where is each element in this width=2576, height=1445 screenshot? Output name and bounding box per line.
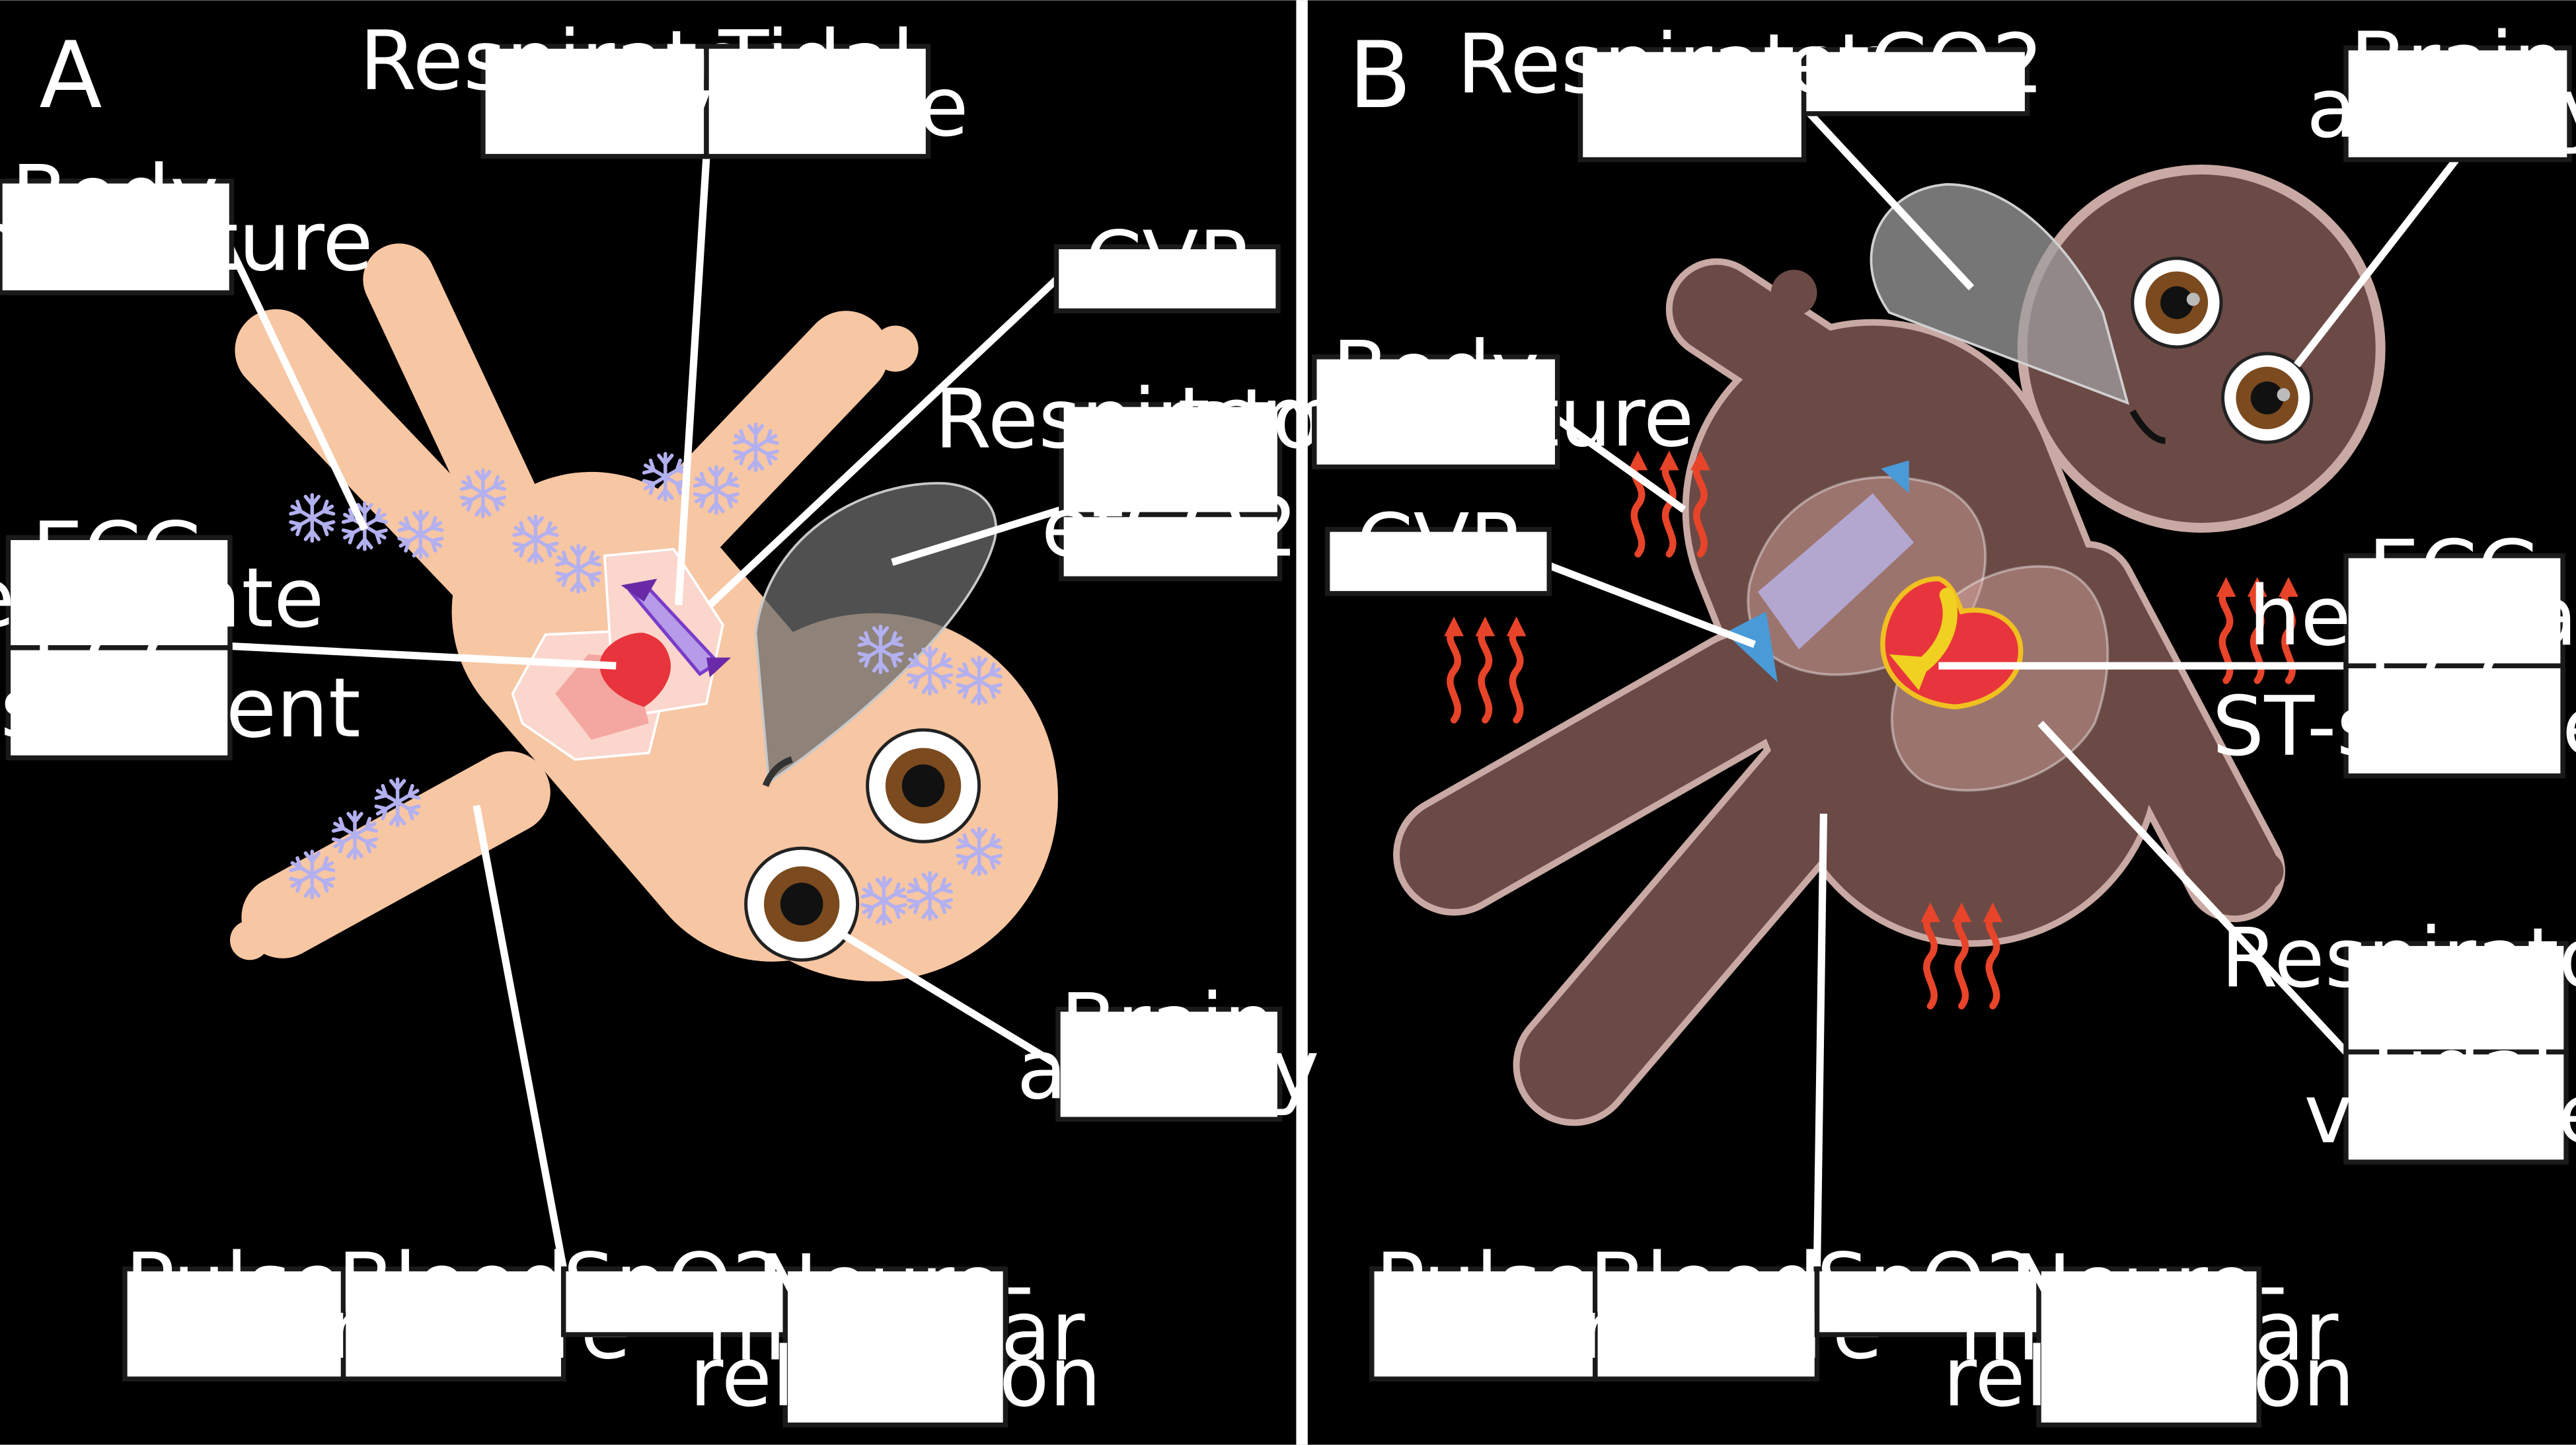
svg-text:heart rate: heart rate bbox=[2248, 569, 2576, 664]
svg-text:ECG: ECG bbox=[32, 615, 205, 711]
label-etco2: etCO2 bbox=[1787, 17, 2044, 116]
panel-a-leader-lines bbox=[226, 156, 1063, 1270]
svg-text:ECG: ECG bbox=[32, 505, 205, 600]
label-ecg-heart-rate: ECG heart rate bbox=[0, 505, 324, 650]
svg-text:etCO2: etCO2 bbox=[1042, 481, 1299, 576]
label-neuromuscular-relaxation: Neuro- muscular relaxation bbox=[689, 1238, 1102, 1428]
label-brain-activity: Brain activity bbox=[2306, 15, 2576, 163]
svg-text:SpO2: SpO2 bbox=[563, 1236, 784, 1331]
svg-text:Blood: Blood bbox=[1589, 1236, 1821, 1331]
svg-text:rate: rate bbox=[511, 59, 678, 155]
svg-text:Neuro-: Neuro- bbox=[2010, 1238, 2288, 1333]
label-pulse-rate: Pulse rate bbox=[1369, 1236, 1598, 1382]
svg-text:Tidal: Tidal bbox=[2357, 1021, 2554, 1116]
label-cvp: CVP bbox=[1324, 497, 1552, 596]
svg-text:Respiratory: Respiratory bbox=[2220, 911, 2576, 1006]
svg-text:volume: volume bbox=[2304, 1067, 2576, 1162]
heart-icon bbox=[599, 633, 671, 707]
svg-text:CVP: CVP bbox=[1356, 497, 1519, 592]
svg-text:rate: rate bbox=[1086, 418, 1253, 513]
svg-text:rate: rate bbox=[1400, 1282, 1567, 1378]
svg-text:Blood: Blood bbox=[338, 1236, 570, 1331]
label-body-temperature: Body temperature bbox=[0, 149, 373, 295]
svg-text:activity: activity bbox=[2306, 61, 2576, 157]
svg-text:activity: activity bbox=[1016, 1023, 1319, 1118]
label-brain-activity: Brain activity bbox=[1016, 976, 1320, 1122]
svg-text:Brain: Brain bbox=[1061, 976, 1276, 1072]
svg-text:volume: volume bbox=[664, 59, 968, 155]
label-cvp: CVP bbox=[1053, 214, 1281, 313]
svg-text:rate: rate bbox=[150, 1282, 317, 1378]
svg-text:relaxation: relaxation bbox=[689, 1330, 1101, 1425]
label-etco2: etCO2 bbox=[1042, 481, 1299, 582]
svg-text:CVP: CVP bbox=[1085, 214, 1248, 309]
svg-text:relaxation: relaxation bbox=[1943, 1330, 2355, 1425]
svg-text:Brain: Brain bbox=[2350, 15, 2565, 110]
panel-b: B bbox=[1178, 15, 2576, 1428]
panel-a-letter: A bbox=[39, 22, 102, 129]
svg-text:Body: Body bbox=[1332, 325, 1540, 420]
svg-text:ST-segment: ST-segment bbox=[0, 661, 361, 756]
label-ecg-heart-rate: ECG heart rate bbox=[2248, 523, 2576, 668]
label-tidal-volume-top: Tidal volume bbox=[664, 14, 969, 159]
label-tidal-volume-right: Tidal volume bbox=[2304, 1021, 2576, 1165]
breathing-mask-icon bbox=[1870, 182, 2166, 444]
svg-text:temperature: temperature bbox=[1178, 370, 1694, 465]
panel-b-leader-lines bbox=[1548, 104, 2459, 1269]
svg-text:ECG: ECG bbox=[2368, 633, 2541, 728]
svg-text:Pulse: Pulse bbox=[1375, 1236, 1591, 1331]
label-spo2: SpO2 bbox=[560, 1236, 788, 1337]
svg-text:Body: Body bbox=[11, 149, 219, 244]
svg-text:Tidal: Tidal bbox=[718, 14, 914, 109]
svg-text:muscular: muscular bbox=[706, 1284, 1085, 1379]
label-neuromuscular-relaxation: Neuro- muscular relaxation bbox=[1943, 1238, 2355, 1428]
label-body-temperature: Body temperature bbox=[1178, 325, 1694, 470]
svg-text:heart rate: heart rate bbox=[0, 551, 324, 646]
svg-text:rate: rate bbox=[1609, 63, 1775, 158]
label-ecg-st-segment: ECG ST-segment bbox=[0, 615, 361, 761]
label-respiratory-rate-right: Respiratory rate bbox=[2220, 911, 2576, 1055]
panel-a: A bbox=[0, 14, 1405, 1428]
label-ecg-st-segment: ECG ST-segment bbox=[2212, 633, 2576, 779]
eye-icon bbox=[2131, 256, 2314, 444]
panel-b-letter: B bbox=[1348, 22, 1411, 129]
eye-icon bbox=[744, 728, 981, 962]
svg-text:rate: rate bbox=[2372, 957, 2539, 1052]
svg-text:muscular: muscular bbox=[1959, 1284, 2339, 1379]
svg-text:etCO2: etCO2 bbox=[1787, 17, 2044, 112]
label-spo2: SpO2 bbox=[1814, 1236, 2041, 1337]
svg-text:ECG: ECG bbox=[2368, 523, 2541, 618]
panel-divider bbox=[1296, 0, 1308, 1445]
label-respiratory-rate-right: Respiratory rate bbox=[934, 372, 1405, 518]
svg-text:SpO2: SpO2 bbox=[1817, 1236, 2038, 1331]
svg-text:ST-segment: ST-segment bbox=[2212, 679, 2576, 774]
svg-text:Neuro-: Neuro- bbox=[757, 1238, 1034, 1333]
svg-text:temperature: temperature bbox=[0, 194, 373, 290]
svg-text:Pulse: Pulse bbox=[125, 1236, 341, 1331]
